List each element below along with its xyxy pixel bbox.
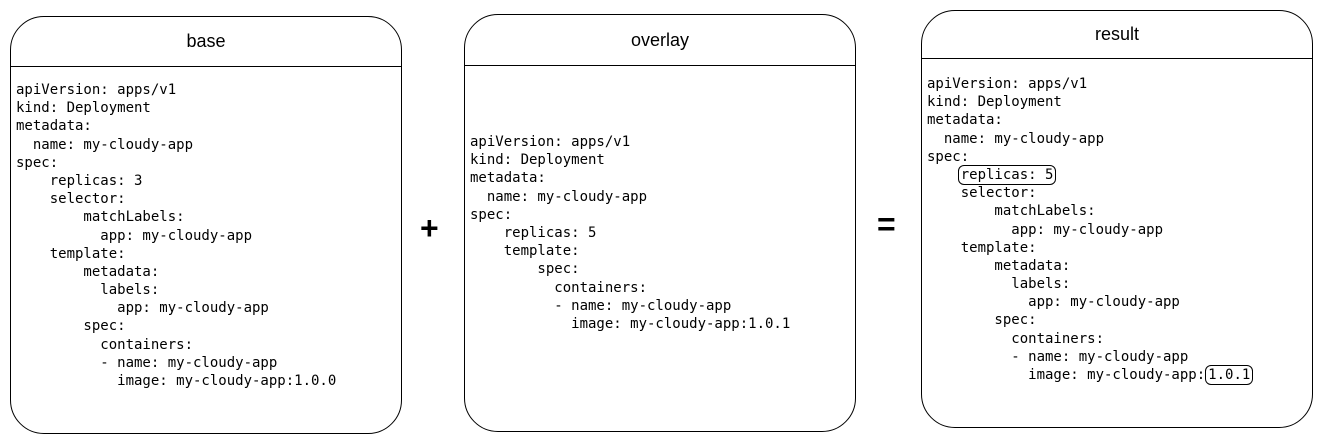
code-line: spec: bbox=[16, 318, 126, 335]
code-line: app: my-cloudy-app bbox=[927, 221, 1164, 238]
code-line: name: my-cloudy-app bbox=[16, 136, 194, 153]
code-line: spec: bbox=[16, 154, 59, 171]
code-line: apiVersion: apps/v1 bbox=[16, 82, 177, 98]
code-line: metadata: bbox=[927, 112, 1003, 129]
result-panel-title: result bbox=[1094, 24, 1139, 44]
code-line: spec: bbox=[470, 261, 580, 278]
overlay-panel: overlay apiVersion: apps/v1 kind: Deploym… bbox=[464, 14, 856, 432]
code-line: replicas: 3 bbox=[16, 172, 143, 189]
code-line: template: bbox=[16, 245, 126, 262]
image-line-prefix: image: my-cloudy-app: bbox=[927, 367, 1206, 383]
code-line: - name: my-cloudy-app bbox=[927, 348, 1189, 365]
code-line: selector: bbox=[16, 191, 126, 208]
code-line: app: my-cloudy-app bbox=[927, 294, 1180, 311]
code-line: template: bbox=[470, 243, 580, 260]
equals-operator: = bbox=[877, 206, 896, 242]
code-line: spec: bbox=[927, 148, 970, 165]
code-line: image: my-cloudy-app:1.0.1 bbox=[470, 315, 791, 332]
plus-operator: + bbox=[420, 210, 439, 246]
code-line: containers: bbox=[470, 279, 648, 296]
code-line: apiVersion: apps/v1 bbox=[927, 76, 1088, 92]
base-panel-header: base bbox=[11, 17, 401, 67]
code-line: template: bbox=[927, 239, 1037, 256]
result-panel-header: result bbox=[922, 11, 1312, 59]
code-line: metadata: bbox=[16, 263, 160, 280]
code-line: containers: bbox=[927, 330, 1105, 347]
code-line: replicas: 5 bbox=[470, 224, 597, 241]
code-line: kind: Deployment bbox=[927, 94, 1062, 111]
code-line: spec: bbox=[470, 206, 513, 223]
code-line: metadata: bbox=[470, 170, 546, 187]
overlay-panel-header: overlay bbox=[465, 15, 855, 66]
code-line: containers: bbox=[16, 336, 194, 353]
code-line: app: my-cloudy-app bbox=[16, 227, 253, 244]
code-line: kind: Deployment bbox=[16, 100, 151, 117]
code-line: labels: bbox=[927, 276, 1071, 293]
overlay-panel-title: overlay bbox=[630, 29, 690, 50]
code-line: spec: bbox=[927, 312, 1037, 329]
code-line: replicas: 5 bbox=[927, 164, 1253, 185]
replicas-highlight: replicas: 5 bbox=[957, 164, 1057, 185]
code-line: apiVersion: apps/v1 bbox=[470, 134, 631, 150]
base-panel: base apiVersion: apps/v1 kind: Deployment… bbox=[10, 16, 402, 434]
code-line: selector: bbox=[927, 185, 1037, 202]
image-version-highlight: 1.0.1 bbox=[1205, 365, 1254, 385]
code-line: name: my-cloudy-app bbox=[927, 130, 1105, 147]
base-panel-title: base bbox=[186, 31, 226, 51]
code-line: image: my-cloudy-app:1.0.1 bbox=[927, 365, 1254, 385]
code-line: matchLabels: bbox=[16, 209, 185, 226]
code-line: metadata: bbox=[16, 118, 92, 135]
code-line: labels: bbox=[16, 282, 160, 299]
code-line: - name: my-cloudy-app bbox=[470, 297, 732, 314]
code-line: matchLabels: bbox=[927, 203, 1096, 220]
code-line: kind: Deployment bbox=[470, 152, 605, 169]
code-line: image: my-cloudy-app:1.0.0 bbox=[16, 373, 337, 389]
code-line: metadata: bbox=[927, 257, 1071, 274]
code-line: app: my-cloudy-app bbox=[16, 300, 269, 317]
code-line: name: my-cloudy-app bbox=[470, 188, 648, 205]
result-panel: result apiVersion: apps/v1 kind: Deployme… bbox=[921, 10, 1313, 428]
code-line: - name: my-cloudy-app bbox=[16, 354, 278, 371]
